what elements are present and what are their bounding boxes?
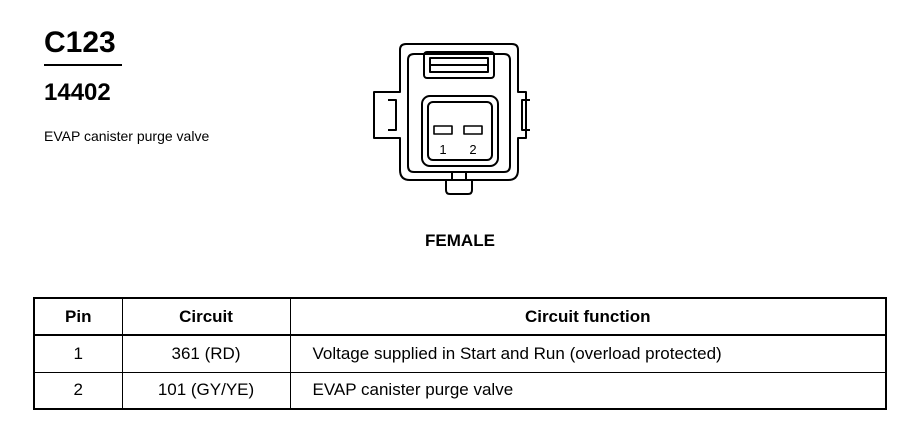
title-underline	[44, 64, 122, 66]
connector-gender-label: FEMALE	[425, 231, 495, 250]
terminal-cavity-block	[421, 95, 499, 167]
pin-2-terminal	[463, 125, 483, 135]
pin-1-terminal	[433, 125, 453, 135]
latch-outer	[423, 51, 495, 79]
pinout-table: Pin Circuit Circuit function 1 361 (RD) …	[33, 297, 887, 410]
table-row: 2 101 (GY/YE) EVAP canister purge valve	[33, 371, 887, 410]
header-circuit-function: Circuit function	[289, 297, 887, 336]
connector-inner-housing	[407, 53, 511, 173]
part-number: 14402	[44, 79, 111, 106]
cell-pin: 2	[33, 371, 123, 410]
pin-1-label: 1	[439, 142, 446, 157]
connector-id: C123	[44, 26, 116, 59]
cell-circuit: 361 (RD)	[121, 334, 291, 373]
cell-pin: 1	[33, 334, 123, 373]
pin-2-label: 2	[469, 142, 476, 157]
cell-circuit-function: Voltage supplied in Start and Run (overl…	[289, 334, 887, 373]
bottom-lock-notch	[445, 180, 473, 195]
table-row: 1 361 (RD) Voltage supplied in Start and…	[33, 334, 887, 373]
connector-face-diagram: 1 2	[373, 43, 530, 195]
header-pin: Pin	[33, 297, 123, 336]
cell-circuit: 101 (GY/YE)	[121, 371, 291, 410]
table-header-row: Pin Circuit Circuit function	[33, 297, 887, 336]
connector-outer-housing	[373, 43, 527, 181]
header-circuit: Circuit	[121, 297, 291, 336]
connector-description: EVAP canister purge valve	[44, 128, 210, 144]
cell-circuit-function: EVAP canister purge valve	[289, 371, 887, 410]
